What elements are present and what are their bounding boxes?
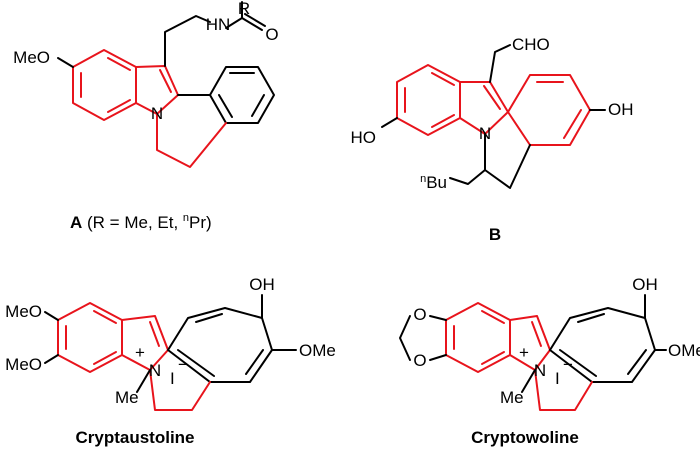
butyl-prefix: n bbox=[420, 173, 426, 185]
n-methyl-label: Me bbox=[115, 388, 139, 407]
compound-cryptowoline: O O OH OMe N + I − Me Cryptowoline bbox=[399, 275, 700, 447]
methoxy-top-label: MeO bbox=[5, 302, 42, 321]
ring-n-label-c: N bbox=[149, 361, 161, 380]
positive-charge-w: + bbox=[519, 343, 529, 362]
ring-n-label-w: N bbox=[534, 361, 546, 380]
iodide-label: I bbox=[170, 369, 175, 388]
caption-a-tail: Pr) bbox=[189, 213, 212, 232]
hydroxy-label-w: OH bbox=[632, 275, 658, 294]
carbonyl-o-label: O bbox=[265, 25, 278, 44]
compound-b: CHO HO OH N nBu B bbox=[351, 35, 634, 244]
caption-a-superscript: n bbox=[183, 212, 189, 224]
amide-nh-label: HN bbox=[206, 15, 231, 34]
iodide-charge: − bbox=[178, 355, 188, 374]
caption-a-letter: A bbox=[70, 213, 82, 232]
caption-a: A (R = Me, Et, nPr) bbox=[70, 212, 212, 232]
r-group-label: R bbox=[238, 0, 250, 18]
compound-a: MeO HN R O N A (R = Me, Et, nPr) bbox=[13, 0, 278, 232]
positive-charge: + bbox=[135, 343, 145, 362]
hydroxy-right-label: OH bbox=[608, 100, 634, 119]
ring-n-label-b: N bbox=[479, 124, 491, 143]
caption-cryptaustoline: Cryptaustoline bbox=[75, 428, 194, 447]
oxygen-top-label: O bbox=[413, 305, 426, 324]
oxygen-bottom-label: O bbox=[413, 351, 426, 370]
methoxy-right-label-w: OMe bbox=[668, 341, 700, 360]
methoxy-right-label: OMe bbox=[299, 341, 336, 360]
n-methyl-label-w: Me bbox=[500, 388, 524, 407]
hydroxy-left-label: HO bbox=[351, 128, 377, 147]
methoxy-bottom-label: MeO bbox=[5, 355, 42, 374]
butyl-text: Bu bbox=[426, 173, 447, 192]
butyl-label: nBu bbox=[420, 173, 447, 192]
aldehyde-label: CHO bbox=[512, 35, 550, 54]
methoxy-label: MeO bbox=[13, 48, 50, 67]
caption-cryptowoline: Cryptowoline bbox=[471, 428, 579, 447]
ring-n-label: N bbox=[151, 104, 163, 123]
caption-a-text: (R = Me, Et, bbox=[87, 213, 183, 232]
compound-cryptaustoline: MeO MeO OH OMe N + I − Me Cryptaustoline bbox=[5, 275, 336, 447]
iodide-label-w: I bbox=[555, 369, 560, 388]
hydroxy-label: OH bbox=[249, 275, 275, 294]
caption-b: B bbox=[489, 225, 501, 244]
iodide-charge-w: − bbox=[563, 355, 573, 374]
